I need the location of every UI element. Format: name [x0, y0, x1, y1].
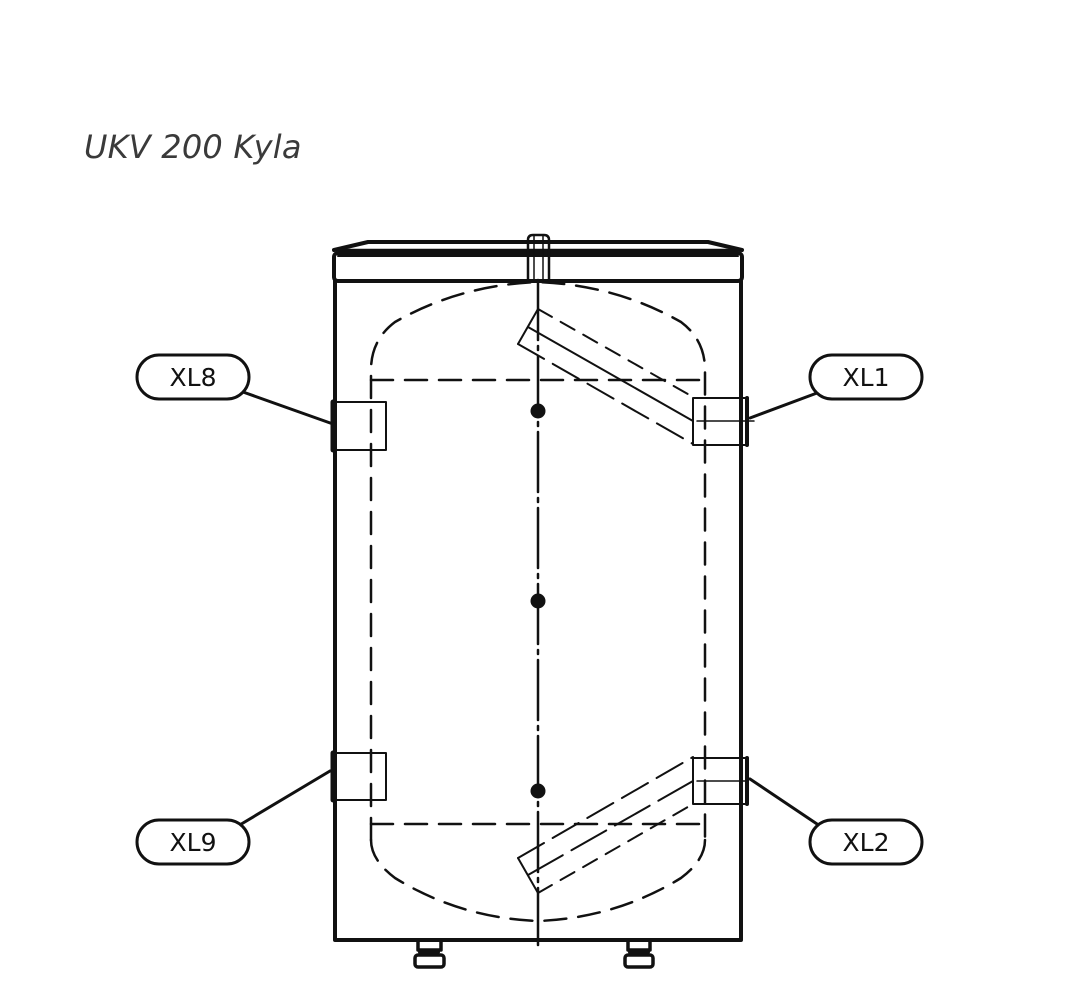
foot-left	[413, 939, 446, 969]
connector-xl8	[330, 399, 387, 453]
sensor-dot-bottom	[530, 783, 546, 799]
label-xl9: XL9	[170, 828, 217, 857]
sensor-dot-top	[530, 403, 546, 419]
top-coil	[517, 308, 694, 445]
connector-xl1	[692, 396, 755, 447]
bottom-coil	[517, 756, 694, 894]
top-pipe	[526, 233, 551, 283]
inner-tank	[369, 280, 707, 923]
leader-xl2	[748, 777, 822, 828]
label-pill-xl1	[808, 353, 924, 401]
leader-xl8	[241, 390, 335, 426]
label-pill-xl8	[135, 353, 251, 401]
tank-lid	[332, 240, 744, 283]
label-xl2: XL2	[843, 828, 890, 857]
label-xl1: XL1	[843, 363, 890, 392]
leader-xl9	[236, 769, 332, 828]
connector-xl9	[330, 750, 387, 803]
connector-xl2	[692, 756, 749, 806]
diagram-title: UKV 200 Kyla	[84, 128, 302, 166]
sensor-dot-middle	[530, 593, 546, 609]
leader-xl1	[748, 391, 819, 420]
foot-right	[623, 939, 655, 969]
label-pill-xl2	[808, 818, 924, 866]
label-xl8: XL8	[170, 363, 217, 392]
label-pill-xl9	[135, 818, 251, 866]
